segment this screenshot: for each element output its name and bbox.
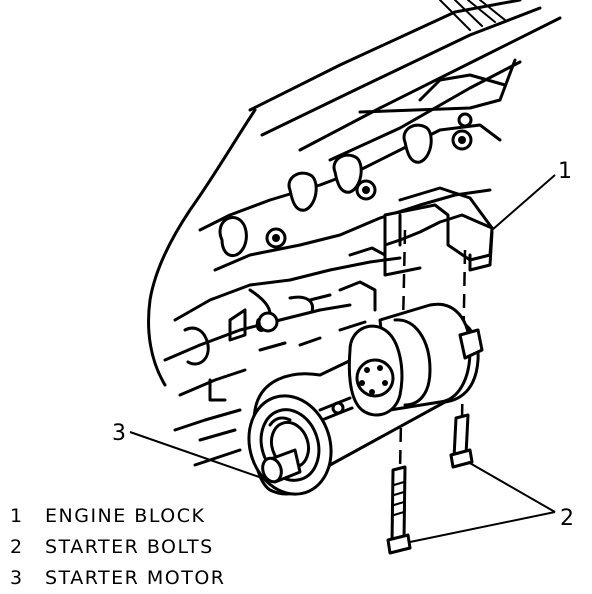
leader-2b [409, 511, 556, 543]
engine-upper-lines [248, 0, 562, 162]
legend-num-3: 3 [10, 567, 22, 589]
leader-3 [129, 431, 263, 479]
leader-2a [467, 461, 556, 513]
callout-3: 3 [112, 421, 126, 446]
legend-num-2: 2 [10, 536, 22, 558]
starter-bolts [386, 413, 474, 555]
leader-lines [129, 174, 556, 543]
legend-label-starter-bolts: STARTER BOLTS [45, 536, 214, 558]
block-flange [308, 186, 494, 312]
legend-label-engine-block: ENGINE BLOCK [45, 505, 205, 527]
legend-num-1: 1 [10, 505, 22, 527]
legend: 1 ENGINE BLOCK 2 STARTER BOLTS 3 STARTER… [10, 505, 225, 589]
callout-2: 2 [560, 506, 574, 531]
starter-motor [247, 302, 484, 496]
callout-1: 1 [558, 159, 572, 184]
engine-block [147, 108, 502, 467]
leader-1 [491, 174, 556, 231]
legend-label-starter-motor: STARTER MOTOR [45, 567, 225, 589]
